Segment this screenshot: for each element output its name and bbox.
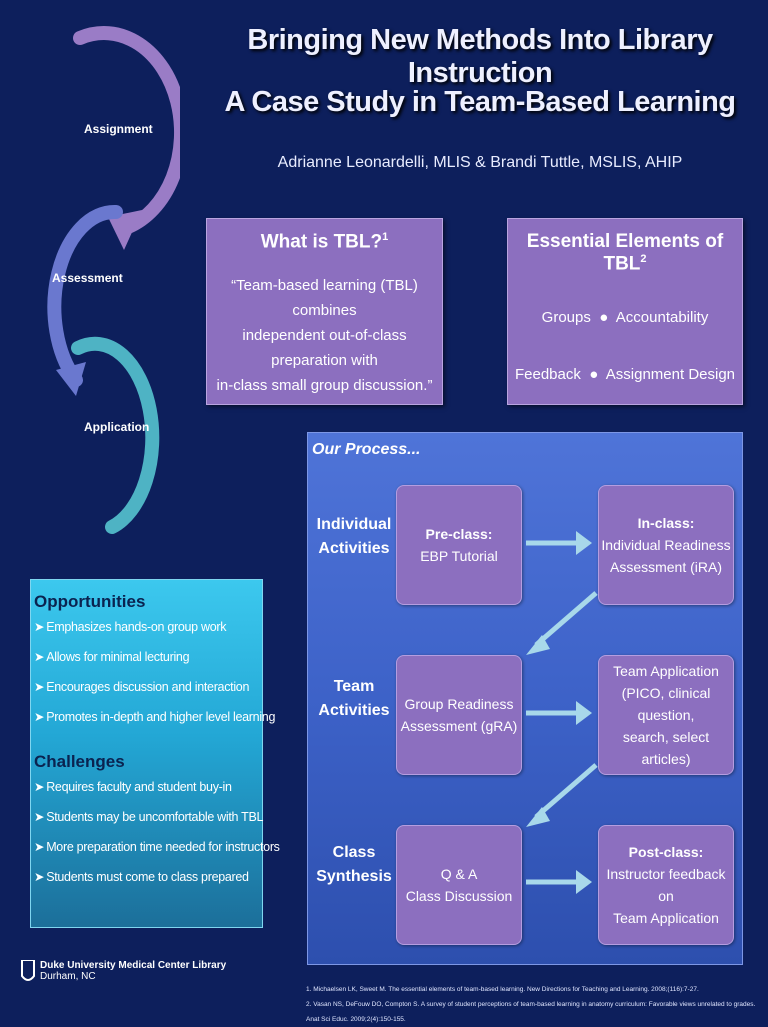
arrow-diagonal-head xyxy=(526,807,550,827)
tbl-cycle-diagram xyxy=(47,26,180,534)
our-process-title: Our Process... xyxy=(312,441,421,458)
challenges-heading: Challenges xyxy=(34,752,125,771)
cycle-label-assignment: Assignment xyxy=(84,122,153,136)
essential-row-2: Feedback ● Assignment Design xyxy=(514,366,736,384)
assignment-arc xyxy=(73,26,180,234)
assignment-arrowhead xyxy=(108,210,142,250)
cycle-label-assessment: Assessment xyxy=(52,271,123,285)
opportunities-heading: Opportunities xyxy=(34,592,146,611)
footer-org: Duke University Medical Center Library D… xyxy=(21,960,226,982)
poster-authors: Adrianne Leonardelli, MLIS & Brandi Tutt… xyxy=(277,154,683,171)
assessment-arrowhead xyxy=(56,362,86,396)
what-is-tbl-box: What is TBL?1 “Team-based learning (TBL)… xyxy=(206,218,443,405)
arrow-right-head xyxy=(576,531,592,555)
arrow-bullet-icon: ➤ xyxy=(34,710,45,724)
bullet-dot-icon: ● xyxy=(585,366,603,384)
essential-elements-heading: Essential Elements of TBL2 xyxy=(526,231,724,275)
step-pre-class: Pre-class: EBP Tutorial xyxy=(396,485,522,605)
challenge-item: ➤Students must come to class prepared xyxy=(34,870,249,884)
challenge-item: ➤Requires faculty and student buy-in xyxy=(34,780,232,794)
arrow-bullet-icon: ➤ xyxy=(34,620,45,634)
opportunities-challenges-panel: Opportunities ➤Emphasizes hands-on group… xyxy=(30,579,280,928)
arrow-diagonal-icon xyxy=(534,763,598,819)
step-team-application: Team Application (PICO, clinical questio… xyxy=(598,655,734,775)
arrow-bullet-icon: ➤ xyxy=(34,810,45,824)
step-in-class: In-class: Individual Readiness Assessmen… xyxy=(598,485,734,605)
essential-row-1: Groups ● Accountability xyxy=(541,309,709,327)
poster-title-line2: A Case Study in Team-Based Learning xyxy=(224,86,736,118)
poster-title-line1: Bringing New Methods Into Library Instru… xyxy=(247,24,713,89)
reference-1: 1. Michaelsen LK, Sweet M. The essential… xyxy=(306,986,699,993)
assessment-arc xyxy=(47,204,123,387)
opportunity-item: ➤Emphasizes hands-on group work xyxy=(34,620,227,634)
arrow-right-head xyxy=(576,870,592,894)
arrow-bullet-icon: ➤ xyxy=(34,680,45,694)
arrow-right-head xyxy=(576,701,592,725)
step-group-readiness: Group Readiness Assessment (gRA) xyxy=(396,655,522,775)
challenge-item: ➤More preparation time needed for instru… xyxy=(34,840,280,854)
arrow-diagonal-head xyxy=(526,635,550,655)
opportunity-item: ➤Allows for minimal lecturing xyxy=(34,650,190,664)
arrow-bullet-icon: ➤ xyxy=(34,840,45,854)
arrow-bullet-icon: ➤ xyxy=(34,870,45,884)
what-is-tbl-quote: “Team-based learning (TBL) combines inde… xyxy=(216,277,433,395)
step-qa-discussion: Q & A Class Discussion xyxy=(396,825,522,945)
essential-elements-box: Essential Elements of TBL2 Groups ● Acco… xyxy=(507,218,743,405)
cycle-label-application: Application xyxy=(84,420,150,434)
step-post-class: Post-class: Instructor feedback on Team … xyxy=(598,825,734,945)
arrow-diagonal-icon xyxy=(534,591,598,647)
arrow-bullet-icon: ➤ xyxy=(34,780,45,794)
reference-2: 2. Vasan NS, DeFouw DO, Compton S. A sur… xyxy=(306,1001,756,1023)
process-arrows xyxy=(526,531,598,894)
opportunity-item: ➤Encourages discussion and interaction xyxy=(34,680,250,694)
bullet-dot-icon: ● xyxy=(595,309,613,327)
duke-logo-icon xyxy=(21,960,35,981)
opportunity-item: ➤Promotes in-depth and higher level lear… xyxy=(34,710,276,724)
application-arc xyxy=(71,336,160,534)
what-is-tbl-heading: What is TBL?1 xyxy=(260,231,389,253)
arrow-bullet-icon: ➤ xyxy=(34,650,45,664)
references: 1. Michaelsen LK, Sweet M. The essential… xyxy=(306,982,761,1027)
challenge-item: ➤Students may be uncomfortable with TBL xyxy=(34,810,264,824)
